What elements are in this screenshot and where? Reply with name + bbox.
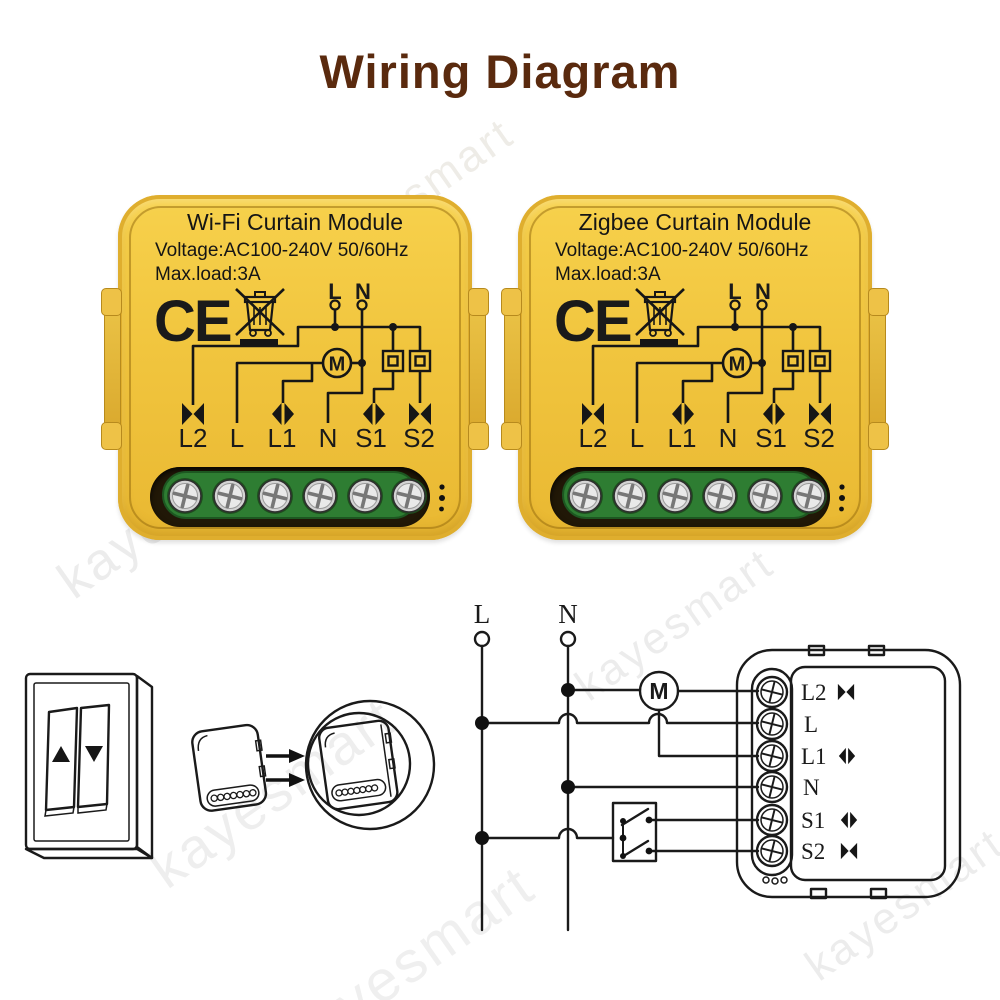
- line-l-label: L: [474, 599, 491, 629]
- terminal-block: [150, 467, 430, 527]
- down-arrow-icon: [85, 746, 103, 762]
- module-voltage: Voltage:AC100-240V 50/60Hz: [155, 240, 409, 261]
- led-indicator-dots: [836, 481, 848, 526]
- motor-icon: M: [638, 670, 680, 712]
- svg-text:L1: L1: [801, 744, 827, 769]
- module-name: Wi-Fi Curtain Module: [187, 209, 403, 235]
- module-max-load: Max.load:3A: [155, 264, 261, 285]
- svg-text:M: M: [649, 678, 668, 704]
- zigbee-curtain-module: Zigbee Curtain Module Voltage:AC100-240V…: [501, 195, 889, 540]
- insert-arrow-icons: [266, 749, 305, 787]
- page-title: Wiring Diagram: [319, 45, 681, 98]
- module-terminal-diagram: L2 L L1 N S1 S2: [735, 644, 962, 900]
- installation-and-wiring-artwork: L N M: [24, 599, 962, 932]
- module-max-load: Max.load:3A: [555, 264, 661, 285]
- module-name: Zigbee Curtain Module: [578, 209, 812, 235]
- svg-text:S2: S2: [801, 839, 825, 864]
- mounting-clip-right: [468, 288, 489, 450]
- close-arrows-icon: [837, 683, 855, 701]
- line-n-label: N: [558, 599, 578, 629]
- wifi-curtain-module: Wi-Fi Curtain Module Voltage:AC100-240V …: [101, 195, 489, 540]
- curtain-switch-symbol: [611, 801, 658, 863]
- up-arrow-icon: [52, 746, 70, 762]
- close-arrows-icon: [840, 842, 858, 860]
- wall-curtain-switch-drawing: [24, 672, 154, 860]
- mounting-clip-left: [101, 288, 122, 450]
- wiring-circuit: L N M: [474, 599, 962, 932]
- svg-text:L: L: [804, 712, 818, 737]
- junction-box-drawing: [304, 699, 436, 831]
- svg-text:L2: L2: [801, 680, 827, 705]
- module-line-drawing: [191, 723, 268, 812]
- led-indicator-dots: [436, 481, 448, 526]
- mounting-clip-right: [868, 288, 889, 450]
- terminal-block: [550, 467, 830, 527]
- svg-text:N: N: [803, 775, 820, 800]
- mounting-clip-left: [501, 288, 522, 450]
- open-arrows-icon: [840, 811, 858, 829]
- open-arrows-icon: [838, 747, 856, 765]
- module-schematic: [518, 283, 872, 451]
- module-schematic: [118, 283, 472, 451]
- module-voltage: Voltage:AC100-240V 50/60Hz: [555, 240, 809, 261]
- terminal-screws: [755, 675, 789, 868]
- svg-text:S1: S1: [801, 808, 825, 833]
